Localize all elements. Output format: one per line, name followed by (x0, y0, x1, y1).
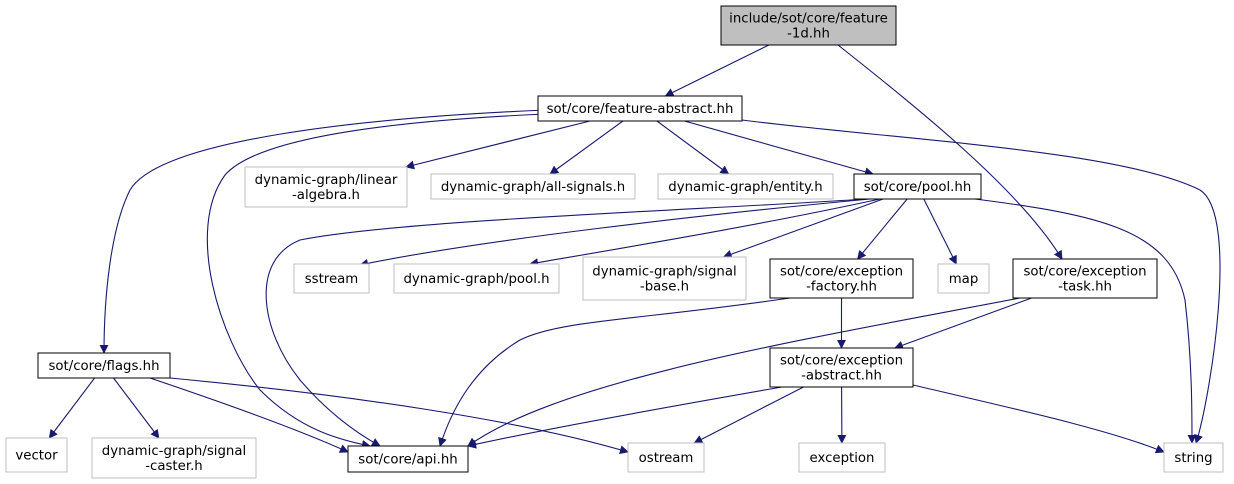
node-label-exc_abstract-1: -abstract.hh (801, 369, 882, 384)
edge-pool-to-api (265, 198, 867, 447)
node-box-string (1163, 442, 1224, 473)
node-box-root[interactable] (720, 5, 897, 46)
node-label-feature_abstract-0: sot/core/feature-abstract.hh (547, 102, 734, 117)
edge-feature_abstract-to-flags (99, 109, 546, 354)
node-label-root-0: include/sot/core/feature (729, 12, 888, 27)
node-label-signal_base-1: -base.h (640, 280, 689, 295)
node-box-signal_base (582, 256, 747, 301)
edge-feature_abstract-to-linear_algebra (405, 120, 591, 170)
edge-root-to-exc_task (837, 44, 1063, 260)
node-feature_abstract[interactable]: sot/core/feature-abstract.hh (537, 95, 743, 122)
edge-pool-to-exc_factory (857, 198, 908, 260)
node-label-vector-0: vector (15, 449, 58, 464)
edge-pool-to-map (923, 198, 957, 265)
node-signal_base: dynamic-graph/signal-base.h (582, 256, 747, 301)
edge-exc_task-to-exc_abstract (894, 297, 1032, 350)
node-box-vector (5, 437, 68, 473)
node-box-ostream (627, 442, 705, 473)
edge-feature_abstract-to-string (741, 119, 1221, 444)
node-label-exc_factory-0: sot/core/exception (780, 265, 903, 280)
node-exc_abstract[interactable]: sot/core/exception-abstract.hh (769, 347, 914, 388)
node-label-linear_algebra-1: -algebra.h (292, 188, 360, 203)
node-pool[interactable]: sot/core/pool.hh (853, 173, 982, 200)
node-box-entity (657, 173, 834, 200)
node-label-sstream-0: sstream (305, 272, 359, 287)
node-label-exception-0: exception (810, 451, 875, 466)
edge-root-to-feature_abstract (664, 44, 770, 97)
node-root[interactable]: include/sot/core/feature-1d.hh (720, 5, 897, 46)
edge-exc_factory-to-api (438, 297, 791, 447)
edge-pool-to-sstream (359, 198, 871, 268)
edge-feature_abstract-to-all_signals (549, 120, 624, 175)
edge-exc_abstract-to-ostream (693, 386, 804, 444)
node-signal_caster: dynamic-graph/signal-caster.h (91, 437, 257, 479)
node-map: map (937, 263, 990, 294)
node-entity: dynamic-graph/entity.h (657, 173, 834, 200)
node-dg_pool: dynamic-graph/pool.h (393, 263, 560, 294)
node-box-dg_pool (393, 263, 560, 294)
node-flags[interactable]: sot/core/flags.hh (37, 352, 171, 379)
edge-pool-to-dg_pool (529, 198, 881, 268)
dependency-edges (48, 44, 1221, 455)
edge-flags-to-api (149, 377, 349, 453)
edge-pool-to-signal_base (722, 198, 884, 259)
node-label-string-0: string (1174, 451, 1212, 466)
node-box-exc_task[interactable] (1012, 258, 1158, 299)
node-label-pool-0: sot/core/pool.hh (864, 180, 972, 195)
node-all_signals: dynamic-graph/all-signals.h (430, 173, 636, 200)
edge-flags-to-signal_caster (113, 377, 160, 439)
edge-exc_abstract-to-string (912, 384, 1165, 454)
node-label-flags-0: sot/core/flags.hh (48, 359, 159, 374)
dependency-nodes: include/sot/core/feature-1d.hh sot/core/f… (5, 5, 1224, 479)
node-label-all_signals-0: dynamic-graph/all-signals.h (441, 180, 625, 195)
node-label-root-1: -1d.hh (787, 27, 830, 42)
node-label-signal_caster-0: dynamic-graph/signal (102, 444, 246, 459)
node-box-sstream (293, 263, 370, 294)
edge-exc_abstract-to-api (467, 386, 783, 449)
node-box-api[interactable] (347, 445, 469, 473)
node-box-pool[interactable] (853, 173, 982, 200)
node-box-feature_abstract[interactable] (537, 95, 743, 122)
node-box-signal_caster (91, 437, 257, 479)
node-box-exc_abstract[interactable] (769, 347, 914, 388)
node-api[interactable]: sot/core/api.hh (347, 445, 469, 473)
node-label-exc_task-1: -task.hh (1058, 280, 1112, 295)
node-label-linear_algebra-0: dynamic-graph/linear (255, 173, 398, 188)
node-box-exception (798, 442, 886, 473)
node-label-entity-0: dynamic-graph/entity.h (668, 180, 822, 195)
edge-feature_abstract-to-pool (684, 120, 874, 177)
node-label-exc_abstract-0: sot/core/exception (780, 354, 903, 369)
node-label-signal_caster-1: -caster.h (145, 459, 202, 474)
node-ostream: ostream (627, 442, 705, 473)
edge-flags-to-ostream (169, 377, 629, 455)
node-label-exc_factory-1: -factory.hh (806, 280, 877, 295)
node-box-map (937, 263, 990, 294)
edge-pool-to-string (974, 198, 1197, 444)
node-exception: exception (798, 442, 886, 473)
node-label-map-0: map (949, 272, 979, 287)
edge-flags-to-vector (48, 377, 96, 439)
node-box-exc_factory[interactable] (769, 258, 914, 299)
node-box-all_signals (430, 173, 636, 200)
node-exc_factory[interactable]: sot/core/exception-factory.hh (769, 258, 914, 299)
node-label-exc_task-0: sot/core/exception (1023, 265, 1146, 280)
node-box-flags[interactable] (37, 352, 171, 379)
node-label-ostream-0: ostream (639, 451, 694, 466)
node-linear_algebra: dynamic-graph/linear-algebra.h (244, 166, 408, 208)
node-vector: vector (5, 437, 68, 473)
node-sstream: sstream (293, 263, 370, 294)
node-string: string (1163, 442, 1224, 473)
node-label-dg_pool-0: dynamic-graph/pool.h (403, 272, 549, 287)
edge-exc_task-to-api (467, 297, 1021, 447)
node-label-signal_base-0: dynamic-graph/signal (592, 265, 736, 280)
node-label-api-0: sot/core/api.hh (358, 453, 457, 468)
node-exc_task[interactable]: sot/core/exception-task.hh (1012, 258, 1158, 299)
edge-feature_abstract-to-entity (656, 120, 730, 175)
edge-feature_abstract-to-api (206, 113, 546, 449)
node-box-linear_algebra (244, 166, 408, 208)
